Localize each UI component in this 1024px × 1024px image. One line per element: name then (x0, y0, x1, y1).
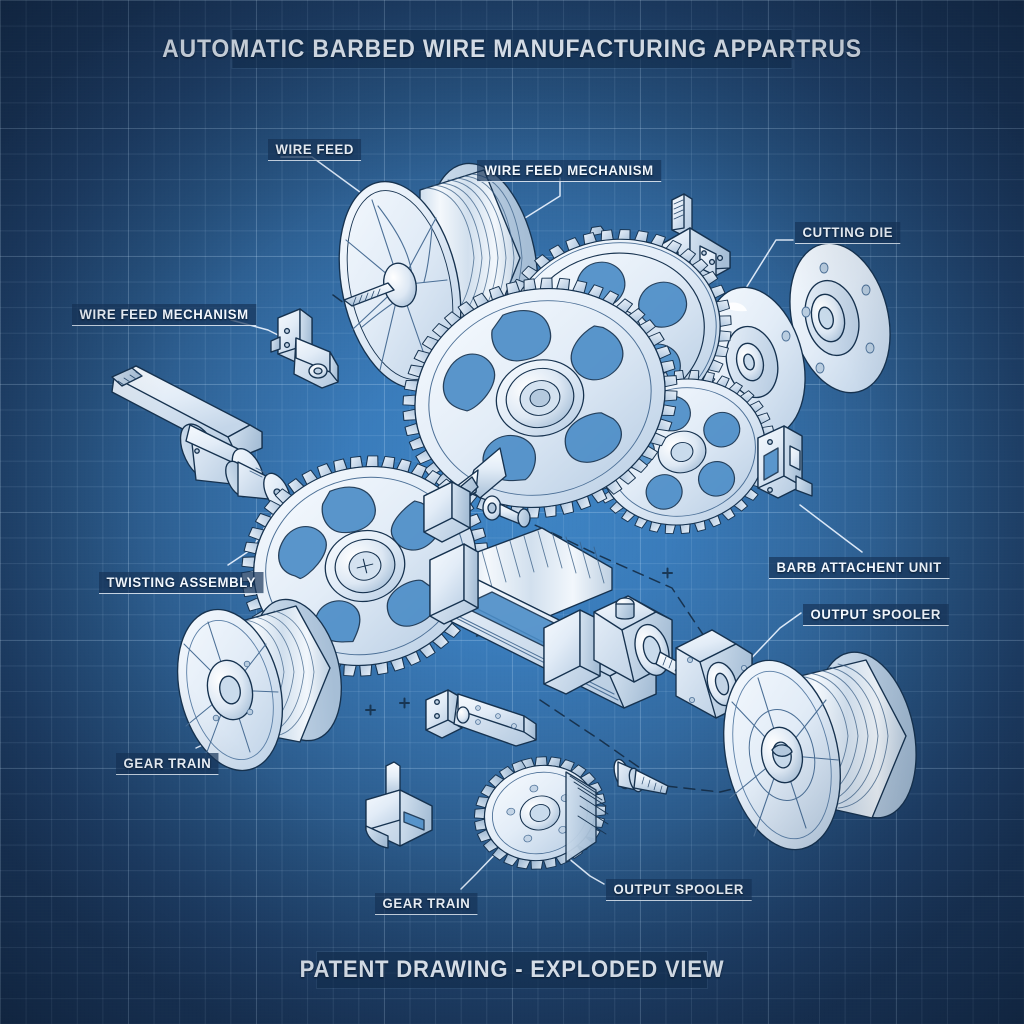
paper-vignette (0, 0, 1024, 1024)
blueprint-canvas: AUTOMATIC BARBED WIRE MANUFACTURING APPA… (0, 0, 1024, 1024)
